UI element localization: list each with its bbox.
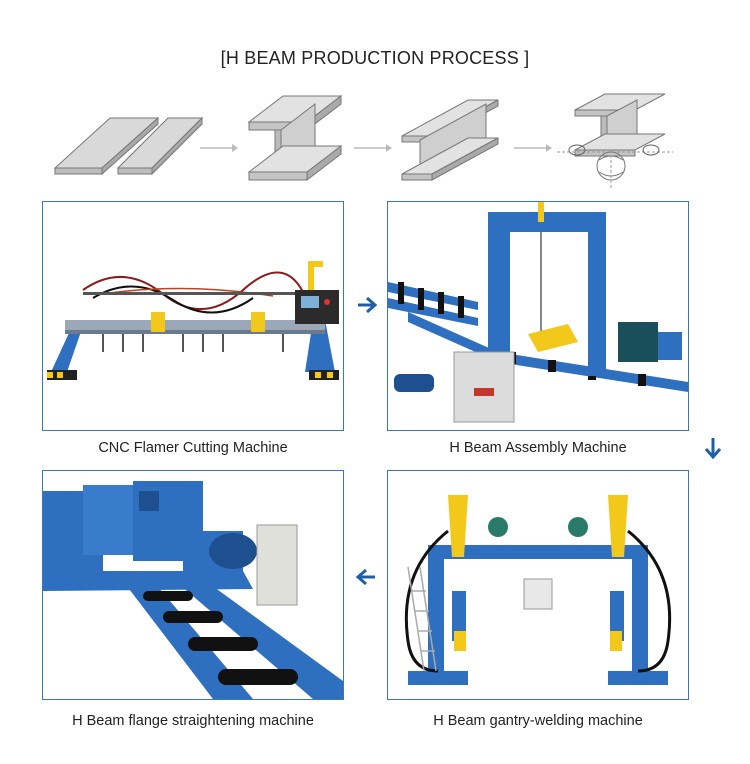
h-beam-gantry-welding-photo: [387, 470, 689, 700]
caption-h-beam-assembly: H Beam Assembly Machine: [449, 440, 627, 456]
caption-h-beam-gantry-welding: H Beam gantry-welding machine: [433, 713, 643, 729]
page-title: [H BEAM PRODUCTION PROCESS ]: [220, 48, 530, 68]
h-beam-assembly-photo: [387, 201, 689, 431]
process-arrow-3: [514, 144, 552, 152]
process-arrow-1: [200, 144, 238, 152]
h-beam-straightening-photo: [42, 470, 344, 700]
flat-plates-icon: [53, 116, 204, 176]
h-beam-flat-icon: [401, 99, 499, 181]
flow-arrow-left: [355, 568, 377, 590]
caption-h-beam-straightening: H Beam flange straightening machine: [72, 713, 314, 729]
cnc-flamer-cutting-photo: [42, 201, 344, 431]
h-beam-upright-icon: [247, 94, 343, 182]
flow-arrow-right: [356, 296, 378, 318]
caption-cnc-flamer: CNC Flamer Cutting Machine: [98, 440, 288, 456]
process-arrow-2: [354, 144, 392, 152]
flow-arrow-down: [704, 436, 722, 464]
h-beam-straightening-icon: [557, 93, 673, 188]
